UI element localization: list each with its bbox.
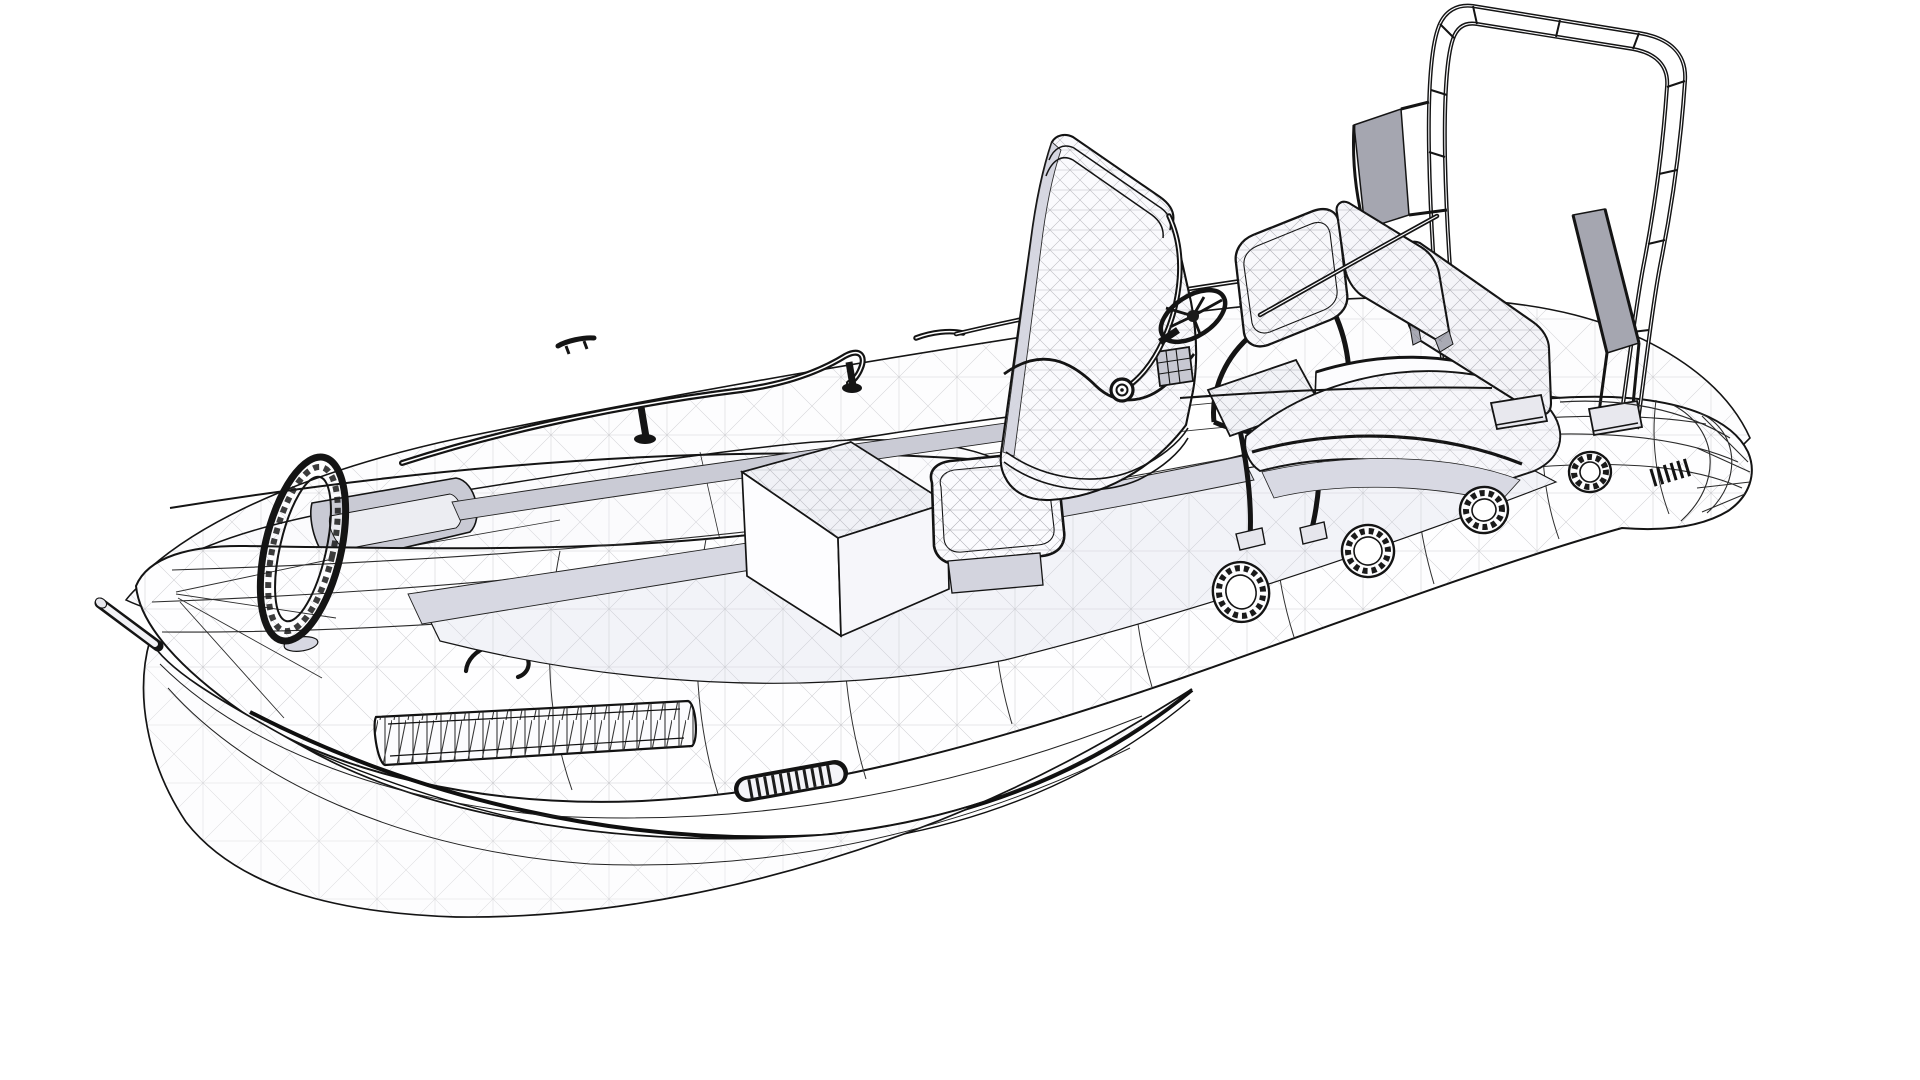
steering-wheel-spokes xyxy=(1165,296,1223,335)
tube-handle-3-wrap xyxy=(1463,489,1505,531)
deck-box-mesh xyxy=(742,442,947,538)
steering-wheel-hub xyxy=(1187,310,1199,322)
rail-coil-dot xyxy=(1120,388,1124,392)
stern-tube-top-seam xyxy=(1559,400,1731,439)
hull-grab-block-wrap xyxy=(747,764,835,799)
bow-tube-facets xyxy=(175,559,337,719)
arch-brace-core xyxy=(1259,215,1438,316)
tube-handle-2-wrap xyxy=(1345,528,1391,574)
bow-pole-cap xyxy=(94,597,108,609)
leaning-post-seat-mesh xyxy=(1208,360,1320,436)
hull-bottom-mesh xyxy=(143,640,1193,918)
switch-panel xyxy=(1155,345,1194,388)
arch-feet xyxy=(1489,393,1644,437)
hull-strakes xyxy=(159,663,1143,866)
under-bench-shadow xyxy=(1261,458,1521,503)
steering-column xyxy=(1158,327,1180,345)
tube-handle-4-inner xyxy=(1579,461,1601,483)
rail-stanchion-fore-base xyxy=(634,434,656,444)
tube-handle-1-wrap xyxy=(1215,565,1267,619)
steering-wheel-rim xyxy=(1158,287,1228,345)
backrest-port-mesh xyxy=(1336,201,1450,342)
tube-handle-2-inner xyxy=(1353,536,1383,566)
bow-cleat-feet xyxy=(564,340,589,355)
rub-strake-hatch xyxy=(374,701,696,765)
arch-rungs xyxy=(1428,5,1686,333)
arch-feet-baselines xyxy=(1495,416,1639,432)
rail-stanchion-aft xyxy=(845,361,857,387)
bench-cushion-mesh xyxy=(1245,371,1561,489)
console-mesh xyxy=(1000,134,1197,501)
bow-oval-ring-wrap xyxy=(265,463,341,635)
rail-stanchion-fore xyxy=(637,406,650,438)
console-left-face xyxy=(1002,141,1062,457)
rail-stanchion-aft-base xyxy=(842,383,862,393)
console-skirt-ribs xyxy=(1003,427,1189,491)
rail-coil-mid xyxy=(1115,383,1129,397)
bow-pole-core xyxy=(100,602,158,647)
switch-panel-grid xyxy=(1157,348,1193,386)
tube-handle-1-inner xyxy=(1225,574,1257,610)
tube-handle-3-inner xyxy=(1471,498,1497,522)
rub-strake-rails xyxy=(387,708,685,757)
bow-oval-ring-inner xyxy=(274,475,332,623)
far-grab-rail-core xyxy=(401,352,864,464)
aft-gunwale-line xyxy=(1179,386,1493,399)
bow-oval-ring xyxy=(256,453,350,645)
deck-box-right-face xyxy=(837,501,950,638)
tube-handle-4-wrap xyxy=(1571,453,1609,491)
arch-panel-stbd-tubes xyxy=(1571,208,1641,426)
stern-cone-seams xyxy=(1672,404,1751,522)
console-grab-rail-core xyxy=(1126,215,1181,388)
leaning-post-feet xyxy=(1235,521,1328,551)
helm-bolster-base xyxy=(947,552,1044,594)
bow-cleat xyxy=(555,335,597,349)
boat-parts-group xyxy=(94,3,1753,918)
